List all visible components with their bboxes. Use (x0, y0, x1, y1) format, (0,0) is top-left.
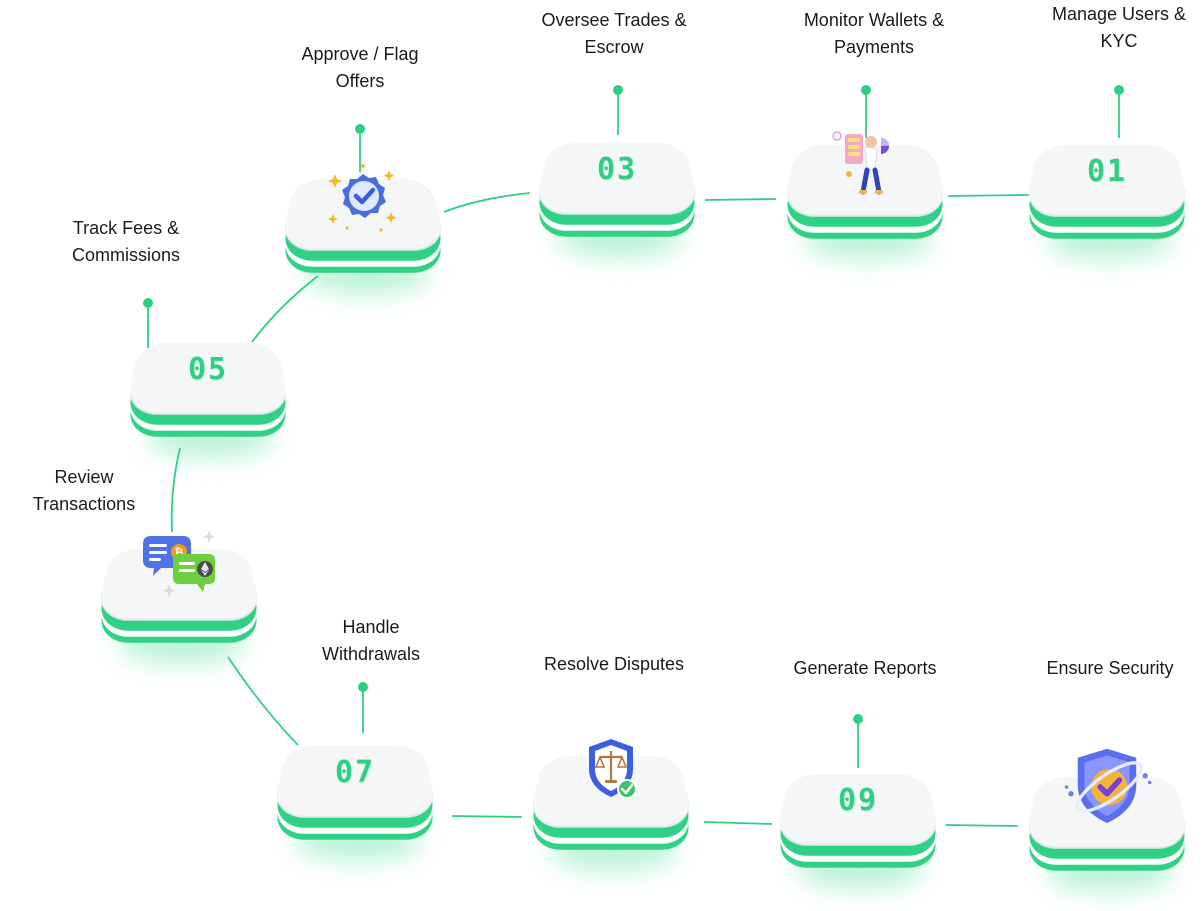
justice-shield-icon (589, 739, 637, 799)
step-label-06: Review Transactions (32, 467, 136, 514)
pin-09 (853, 714, 863, 768)
step-label-10: Ensure Security (1046, 658, 1174, 678)
step-number-09: 09 (837, 783, 879, 818)
step-label-04: Approve / Flag Offers (301, 44, 419, 91)
pin-03 (613, 85, 623, 135)
step-label-01: Manage Users & KYC (1051, 4, 1187, 51)
pin-01 (1114, 85, 1124, 138)
person-phone-chart-icon (832, 131, 889, 195)
step-label-07: Handle Withdrawals (321, 617, 421, 664)
step-tile-01: 01 (1023, 132, 1191, 260)
step-number-03: 03 (596, 152, 638, 187)
connector-02-03 (704, 198, 777, 201)
step-label-08: Resolve Disputes (543, 654, 685, 674)
step-tile-05: 05 (124, 330, 292, 458)
step-tile-07: 07 (271, 733, 439, 861)
verified-badge-icon (328, 164, 397, 232)
step-tile-04 (279, 164, 447, 294)
step-tile-08 (527, 739, 695, 871)
pin-04 (355, 124, 365, 172)
step-label-05: Track Fees & Commissions (71, 218, 181, 265)
connector-01-02 (947, 194, 1031, 197)
connector-08-09 (703, 821, 773, 825)
svg-text:₿: ₿ (175, 546, 184, 559)
connector-03-04 (443, 192, 531, 213)
pin-05 (143, 298, 153, 348)
step-label-02: Monitor Wallets & Payments (803, 10, 945, 57)
step-number-01: 01 (1086, 154, 1128, 189)
step-tile-10 (1023, 748, 1191, 892)
pin-07 (358, 682, 368, 733)
step-tile-09: 09 (774, 761, 942, 889)
step-number-05: 05 (187, 352, 229, 387)
step-tile-06: ₿ (95, 530, 263, 664)
connector-06-07 (227, 656, 299, 746)
step-label-03: Oversee Trades & Escrow (541, 10, 687, 57)
pin-02 (861, 85, 871, 138)
connector-04-05 (251, 275, 319, 343)
connector-05-06 (170, 447, 181, 533)
step-number-07: 07 (334, 755, 376, 790)
connector-07-08 (451, 815, 523, 818)
step-tile-02 (781, 131, 949, 260)
security-shield-icon (1064, 748, 1152, 823)
connector-09-10 (945, 824, 1019, 827)
step-label-09: Generate Reports (793, 658, 937, 678)
step-tile-03: 03 (533, 130, 701, 258)
crypto-chat-icon: ₿ (143, 530, 216, 598)
